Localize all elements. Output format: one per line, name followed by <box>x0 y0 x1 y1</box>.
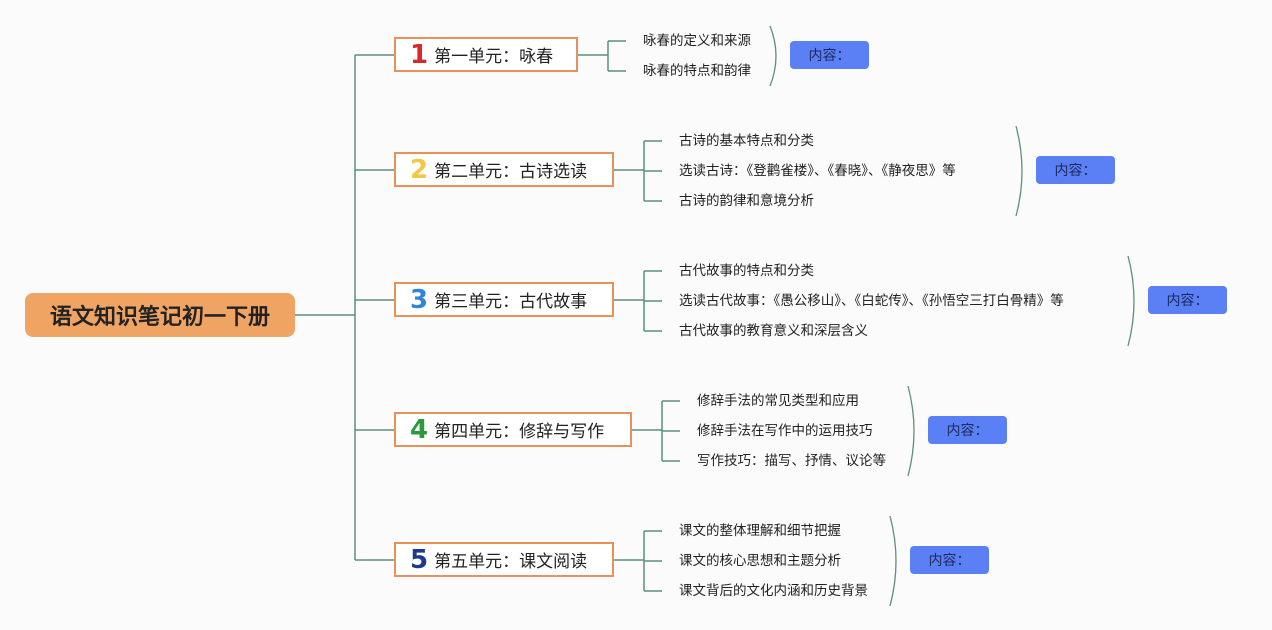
unit-1-item-1[interactable]: 咏春的定义和来源 <box>643 33 751 49</box>
unit-4-number: 4 <box>410 414 429 445</box>
unit-5-item-1[interactable]: 课文的整体理解和细节把握 <box>679 523 841 539</box>
unit-3-item-3[interactable]: 古代故事的教育意义和深层含义 <box>679 323 868 339</box>
unit-3-number: 3 <box>410 284 429 315</box>
unit-1-label: 第一单元：咏春 <box>434 47 554 67</box>
unit-5-brace <box>889 515 897 607</box>
unit-2-label: 第二单元：古诗选读 <box>434 162 588 182</box>
unit-5-number: 5 <box>410 544 429 575</box>
unit-3-label: 第三单元：古代故事 <box>434 292 588 312</box>
unit-3-content-tag[interactable]: 内容： <box>1148 286 1227 314</box>
unit-3-brace <box>1127 255 1135 347</box>
unit-3-node[interactable]: 3 第三单元：古代故事 <box>394 282 614 317</box>
unit-2-number: 2 <box>410 154 429 185</box>
unit-1-content-tag[interactable]: 内容： <box>790 41 869 69</box>
unit-5-item-3[interactable]: 课文背后的文化内涵和历史背景 <box>679 583 868 599</box>
unit-2-item-3[interactable]: 古诗的韵律和意境分析 <box>679 193 814 209</box>
unit-3-item-2[interactable]: 选读古代故事：《愚公移山》、《白蛇传》、《孙悟空三打白骨精》等 <box>679 293 1064 309</box>
unit-2-brace <box>1015 125 1023 217</box>
unit-1-item-2[interactable]: 咏春的特点和韵律 <box>643 63 751 79</box>
unit-1-number: 1 <box>410 39 429 70</box>
unit-4-content-tag[interactable]: 内容： <box>928 416 1007 444</box>
unit-4-node[interactable]: 4 第四单元：修辞与写作 <box>394 412 632 447</box>
unit-4-brace <box>907 385 915 477</box>
unit-2-item-1[interactable]: 古诗的基本特点和分类 <box>679 133 814 149</box>
unit-5-node[interactable]: 5 第五单元：课文阅读 <box>394 542 614 577</box>
unit-4-item-1[interactable]: 修辞手法的常见类型和应用 <box>697 393 859 409</box>
unit-5-content-tag[interactable]: 内容： <box>910 546 989 574</box>
unit-4-item-2[interactable]: 修辞手法在写作中的运用技巧 <box>697 423 873 439</box>
unit-2-item-2[interactable]: 选读古诗：《登鹳雀楼》、《春晓》、《静夜思》等 <box>679 163 956 179</box>
unit-4-label: 第四单元：修辞与写作 <box>434 422 605 442</box>
root-topic[interactable]: 语文知识笔记初一下册 <box>25 293 295 337</box>
unit-2-content-tag[interactable]: 内容： <box>1036 156 1115 184</box>
unit-3-item-1[interactable]: 古代故事的特点和分类 <box>679 263 814 279</box>
unit-5-item-2[interactable]: 课文的核心思想和主题分析 <box>679 553 841 569</box>
unit-1-brace <box>769 25 777 87</box>
unit-4-item-3[interactable]: 写作技巧：描写、抒情、议论等 <box>697 453 886 469</box>
root-title: 语文知识笔记初一下册 <box>49 305 270 330</box>
unit-2-node[interactable]: 2 第二单元：古诗选读 <box>394 152 614 187</box>
unit-1-node[interactable]: 1 第一单元：咏春 <box>394 37 578 72</box>
unit-5-label: 第五单元：课文阅读 <box>434 552 588 572</box>
